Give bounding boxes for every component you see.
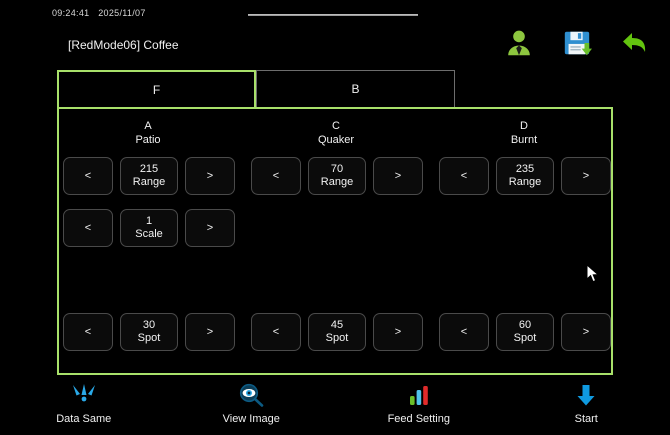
inc-label: > <box>394 170 402 182</box>
spot-c-value[interactable]: 45 Spot <box>308 313 366 351</box>
range-d-value[interactable]: 235 Range <box>496 157 554 195</box>
range-d-unit: Range <box>508 176 542 188</box>
magnifier-eye-icon <box>238 380 264 410</box>
spot-a-increment[interactable]: > <box>185 313 235 351</box>
user-icon[interactable] <box>502 26 536 60</box>
spot-c-increment[interactable]: > <box>373 313 423 351</box>
inc-label: > <box>206 326 214 338</box>
bottom-toolbar: Data Same View Image <box>0 378 670 435</box>
inc-label: > <box>582 170 590 182</box>
spot-a-decrement[interactable]: < <box>63 313 113 351</box>
column-letter-a: A <box>144 120 152 132</box>
toolbar-label-data-same: Data Same <box>56 413 112 425</box>
range-a-value[interactable]: 215 Range <box>120 157 178 195</box>
down-arrow-icon <box>573 380 599 410</box>
bar-chart-icon <box>406 380 432 410</box>
range-row-a: < 215 Range > <box>63 157 235 195</box>
scale-a-decrement[interactable]: < <box>63 209 113 247</box>
scale-row-a: < 1 Scale > <box>63 209 235 247</box>
range-d-decrement[interactable]: < <box>439 157 489 195</box>
scale-a-value[interactable]: 1 Scale <box>120 209 178 247</box>
range-row-c: < 70 Range > <box>251 157 423 195</box>
mouse-cursor <box>586 263 600 289</box>
range-a-number: 215 <box>139 163 159 175</box>
spot-d-decrement[interactable]: < <box>439 313 489 351</box>
range-d-number: 235 <box>515 163 535 175</box>
scale-a-number: 1 <box>145 215 153 227</box>
column-letter-c: C <box>332 120 340 132</box>
dec-label: < <box>272 170 280 182</box>
clock-time: 09:24:41 <box>52 8 90 18</box>
spot-c-number: 45 <box>330 319 344 331</box>
column-header-c: C Quaker <box>249 119 423 147</box>
tab-bar: F B <box>57 70 455 108</box>
column-name-a: Patio <box>135 134 161 146</box>
clock: 09:24:41 2025/11/07 <box>52 8 146 18</box>
column-name-c: Quaker <box>317 134 355 146</box>
scale-a-increment[interactable]: > <box>185 209 235 247</box>
toolbar-item-view-image[interactable]: View Image <box>168 378 336 435</box>
range-c-decrement[interactable]: < <box>251 157 301 195</box>
range-c-unit: Range <box>320 176 354 188</box>
spot-row-a: < 30 Spot > <box>63 313 235 351</box>
range-a-decrement[interactable]: < <box>63 157 113 195</box>
settings-panel: A Patio C Quaker D Burnt < 215 Range > <box>57 107 613 375</box>
top-divider-bar <box>248 14 418 16</box>
column-header-a: A Patio <box>61 119 235 147</box>
header-icon-group <box>502 26 652 60</box>
dec-label: < <box>460 170 468 182</box>
inc-label: > <box>206 222 214 234</box>
spot-c-unit: Spot <box>325 332 349 344</box>
spot-d-number: 60 <box>518 319 532 331</box>
column-name-d: Burnt <box>510 134 538 146</box>
inc-label: > <box>582 326 590 338</box>
spot-a-unit: Spot <box>137 332 161 344</box>
spot-d-value[interactable]: 60 Spot <box>496 313 554 351</box>
spot-row-c: < 45 Spot > <box>251 313 423 351</box>
save-icon[interactable] <box>560 26 594 60</box>
range-row-d: < 235 Range > <box>439 157 611 195</box>
range-c-increment[interactable]: > <box>373 157 423 195</box>
converging-arrows-icon <box>71 380 97 410</box>
dec-label: < <box>84 326 92 338</box>
toolbar-label-feed-setting: Feed Setting <box>387 413 450 425</box>
toolbar-item-start[interactable]: Start <box>503 378 670 435</box>
toolbar-label-start: Start <box>574 413 598 425</box>
column-header-d: D Burnt <box>437 119 611 147</box>
spot-row-d: < 60 Spot > <box>439 313 611 351</box>
range-c-value[interactable]: 70 Range <box>308 157 366 195</box>
column-letter-d: D <box>520 120 528 132</box>
spot-d-unit: Spot <box>513 332 537 344</box>
clock-date: 2025/11/07 <box>98 8 146 18</box>
toolbar-item-feed-setting[interactable]: Feed Setting <box>335 378 503 435</box>
tab-f-label: F <box>152 83 161 97</box>
range-c-number: 70 <box>330 163 344 175</box>
tab-b[interactable]: B <box>256 70 455 108</box>
spot-a-value[interactable]: 30 Spot <box>120 313 178 351</box>
spot-d-increment[interactable]: > <box>561 313 611 351</box>
dec-label: < <box>272 326 280 338</box>
range-a-unit: Range <box>132 176 166 188</box>
toolbar-label-view-image: View Image <box>222 413 280 425</box>
dec-label: < <box>84 170 92 182</box>
inc-label: > <box>206 170 214 182</box>
back-arrow-icon[interactable] <box>618 26 652 60</box>
inc-label: > <box>394 326 402 338</box>
spot-c-decrement[interactable]: < <box>251 313 301 351</box>
range-d-increment[interactable]: > <box>561 157 611 195</box>
range-a-increment[interactable]: > <box>185 157 235 195</box>
scale-a-unit: Scale <box>135 228 163 240</box>
tab-f[interactable]: F <box>57 70 256 108</box>
dec-label: < <box>84 222 92 234</box>
tab-b-label: B <box>351 82 360 96</box>
spot-a-number: 30 <box>142 319 156 331</box>
page-title: [RedMode06] Coffee <box>68 38 179 52</box>
toolbar-item-data-same[interactable]: Data Same <box>0 378 168 435</box>
dec-label: < <box>460 326 468 338</box>
